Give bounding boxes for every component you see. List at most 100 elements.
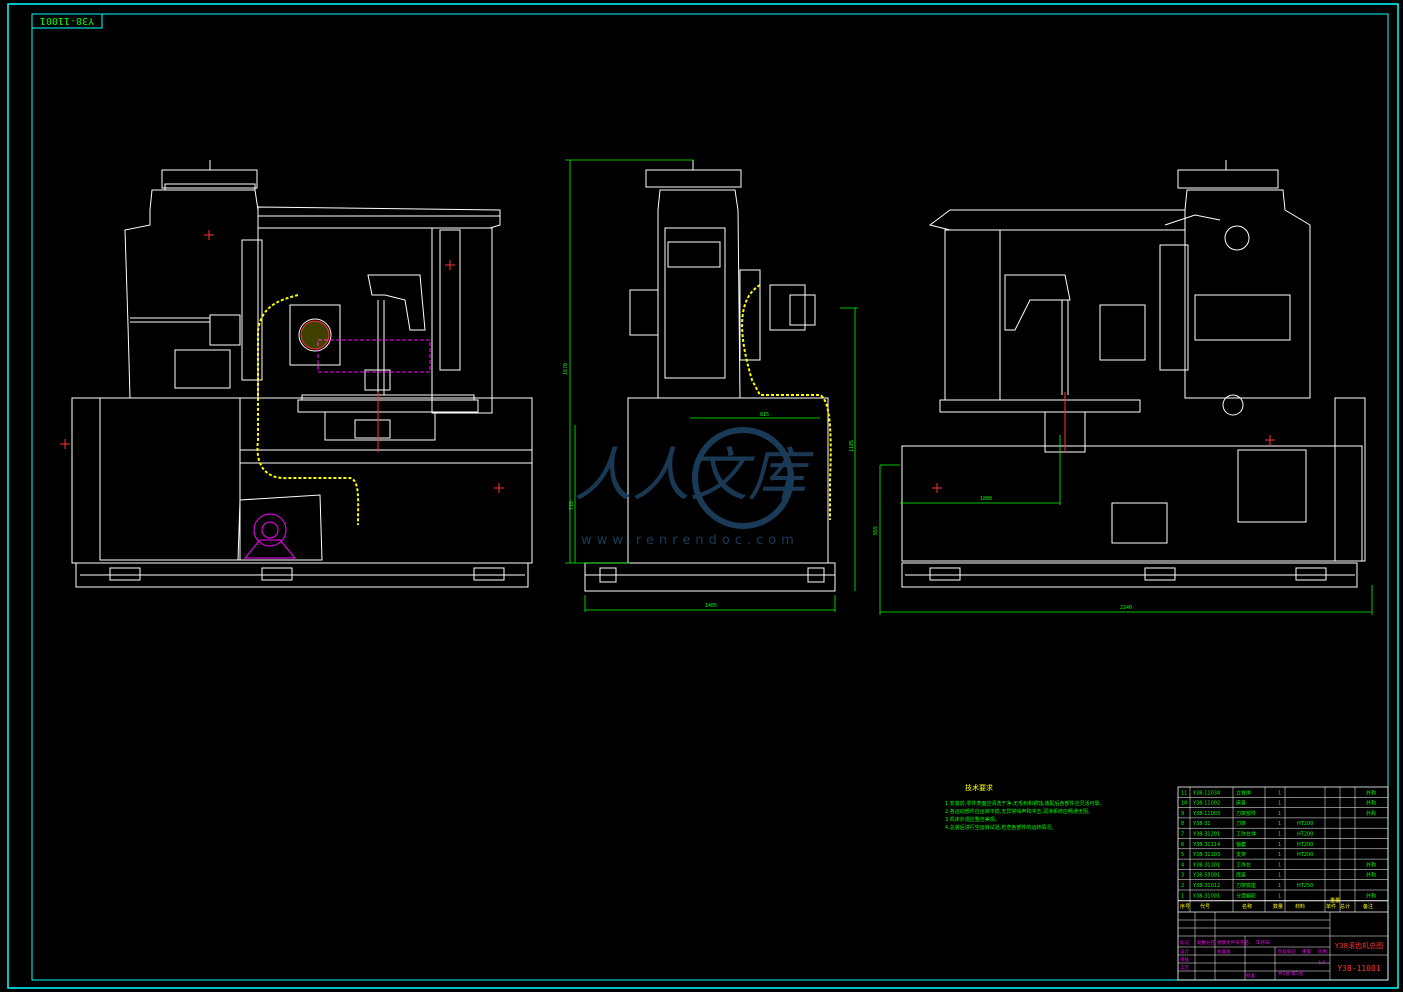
parts-cell-material: HT200 xyxy=(1297,852,1313,858)
parts-cell-name: 底座 xyxy=(1236,872,1246,879)
parts-cell-code: Y38-11002 xyxy=(1192,801,1220,807)
title-label-date: 年月日 xyxy=(1256,939,1270,946)
drawing-number: Y38-11001 xyxy=(1337,964,1381,973)
parts-cell-name: 支架 xyxy=(1236,851,1246,858)
parts-cell-material: HT200 xyxy=(1297,832,1313,838)
parts-cell-no: 8 xyxy=(1181,821,1184,827)
tech-req-item: 2.各运动部件应运转平稳,无异常噪声和冲击,润滑系统应畅通无阻。 xyxy=(945,808,1093,815)
watermark-logo-ring xyxy=(692,427,794,529)
title-label-zone: 分区 xyxy=(1206,939,1215,946)
left-view xyxy=(71,160,533,588)
parts-cell-material: HT200 xyxy=(1297,842,1313,848)
tech-req-item: 3.机床外观应整洁美观。 xyxy=(945,816,1000,823)
approval-standard: 标准化 xyxy=(1217,948,1231,955)
dim-front-column: 1185 xyxy=(849,440,855,452)
watermark-url: www.renrendoc.com xyxy=(581,533,799,548)
parts-cell-material: HT250 xyxy=(1297,883,1313,889)
parts-cell-no: 1 xyxy=(1181,893,1184,899)
parts-cell-qty: 1 xyxy=(1278,852,1281,858)
parts-cell-code: Y38-31 xyxy=(1192,821,1211,827)
parts-cell-code: Y38-31114 xyxy=(1192,842,1220,848)
inner-frame xyxy=(31,13,1389,981)
drawing-title: Y38滚齿机总图 xyxy=(1334,941,1383,950)
parts-cell-code: Y38-31012 xyxy=(1192,883,1220,889)
parts-cell-name: 工作台 xyxy=(1236,861,1251,868)
parts-cell-no: 6 xyxy=(1181,842,1184,848)
parts-cell-name: 床身 xyxy=(1236,800,1246,807)
parts-cell-note: 外购 xyxy=(1366,861,1376,868)
tech-req-item: 1.安装前,零件表面应清洗干净,无毛刺和锈蚀,装配后各部件应灵活可靠。 xyxy=(945,800,1105,807)
parts-cell-code: Y38-31103 xyxy=(1192,852,1220,858)
parts-cell-code: Y38-31101 xyxy=(1192,862,1220,868)
drawing-number-box-flipped: Y38-11001 xyxy=(31,13,103,29)
dim-front-width: 1405 xyxy=(705,603,717,609)
parts-cell-qty: 1 xyxy=(1278,842,1281,848)
parts-cell-note: 外购 xyxy=(1366,800,1376,807)
parts-cell-note: 外购 xyxy=(1366,789,1376,796)
parts-cell-name: 轴套 xyxy=(1236,841,1246,848)
parts-cell-no: 3 xyxy=(1181,873,1184,879)
technical-requirements: 技术要求 1.安装前,零件表面应清洗干净,无毛刺和锈蚀,装配后各部件应灵活可靠。… xyxy=(945,783,1105,831)
left-view-color xyxy=(60,230,504,559)
dim-right-height: 855 xyxy=(873,526,879,535)
parts-cell-name: 分度蜗轮 xyxy=(1236,892,1256,899)
parts-cell-note: 外购 xyxy=(1366,810,1376,817)
title-label-change: 更改文件号 xyxy=(1217,939,1240,946)
parts-cell-qty: 1 xyxy=(1278,832,1281,838)
dim-front-left: 735 xyxy=(569,501,575,510)
parts-cell-no: 4 xyxy=(1181,862,1184,868)
parts-cell-name: 刀架部件 xyxy=(1236,810,1256,817)
header-weight: 重量 xyxy=(1330,897,1340,904)
dim-right-inner: 1880 xyxy=(980,496,992,502)
parts-cell-qty: 1 xyxy=(1278,811,1281,817)
dim-front-height: 1670 xyxy=(563,363,569,375)
scale-value: 1:5 xyxy=(1318,960,1325,966)
parts-header: 序号 代号 名称 数量 材料 单件 总计 备注 重量 xyxy=(1180,897,1373,910)
header-name: 名称 xyxy=(1242,903,1252,910)
front-view xyxy=(584,160,836,592)
parts-cell-code: Y38-11034 xyxy=(1192,790,1220,796)
right-view-color: 2240 1880 855 xyxy=(873,214,1373,615)
parts-cell-name: 工作台体 xyxy=(1236,831,1256,838)
parts-cell-note: 外购 xyxy=(1366,892,1376,899)
parts-cell-qty: 1 xyxy=(1278,790,1281,796)
approval-process: 工艺 xyxy=(1180,965,1189,971)
parts-cell-name: 刀架 xyxy=(1236,821,1246,827)
tech-req-heading: 技术要求 xyxy=(965,783,993,792)
parts-cell-name: 立柱体 xyxy=(1236,789,1251,796)
approval-approve: 批准 xyxy=(1246,972,1255,979)
sheet-label: 共1张 第1张 xyxy=(1278,970,1304,977)
parts-cell-no: 11 xyxy=(1181,790,1187,796)
title-label-sign: 签名 xyxy=(1240,939,1249,946)
approval-design: 设计 xyxy=(1180,948,1189,955)
dim-right-total: 2240 xyxy=(1120,605,1132,611)
stage-weight: 重量 xyxy=(1302,948,1311,955)
parts-cell-code: Y38-31001 xyxy=(1192,893,1220,899)
stage-scale: 比例 xyxy=(1318,948,1327,955)
parts-cell-no: 2 xyxy=(1181,883,1184,889)
watermark-logo-text: 人人文库 xyxy=(574,441,814,509)
parts-cell-qty: 1 xyxy=(1278,883,1281,889)
drawing-number-flipped: Y38-11001 xyxy=(40,15,94,26)
stage-mark: 阶段标记 xyxy=(1278,948,1296,955)
parts-cell-code: Y38-11003 xyxy=(1192,811,1220,817)
header-no: 序号 xyxy=(1180,903,1190,910)
parts-cell-qty: 1 xyxy=(1278,873,1281,879)
parts-cell-no: 5 xyxy=(1181,852,1184,858)
parts-cell-material: HT200 xyxy=(1297,821,1313,827)
approval-review: 审核 xyxy=(1180,956,1189,963)
parts-cell-note: 外购 xyxy=(1366,872,1376,879)
parts-cell-qty: 1 xyxy=(1278,862,1281,868)
title-label-mark: 标记 xyxy=(1180,939,1189,946)
header-qty: 数量 xyxy=(1273,903,1283,910)
front-view-color: 1670 1405 815 1185 735 xyxy=(563,159,858,612)
parts-cell-no: 9 xyxy=(1181,811,1184,817)
parts-cell-code: Y38-31201 xyxy=(1192,832,1220,838)
header-code: 代号 xyxy=(1200,903,1210,910)
parts-cell-qty: 1 xyxy=(1278,893,1281,899)
parts-cell-no: 7 xyxy=(1181,832,1184,838)
parts-cell-qty: 1 xyxy=(1278,801,1281,807)
dim-front-inner: 815 xyxy=(760,412,769,418)
